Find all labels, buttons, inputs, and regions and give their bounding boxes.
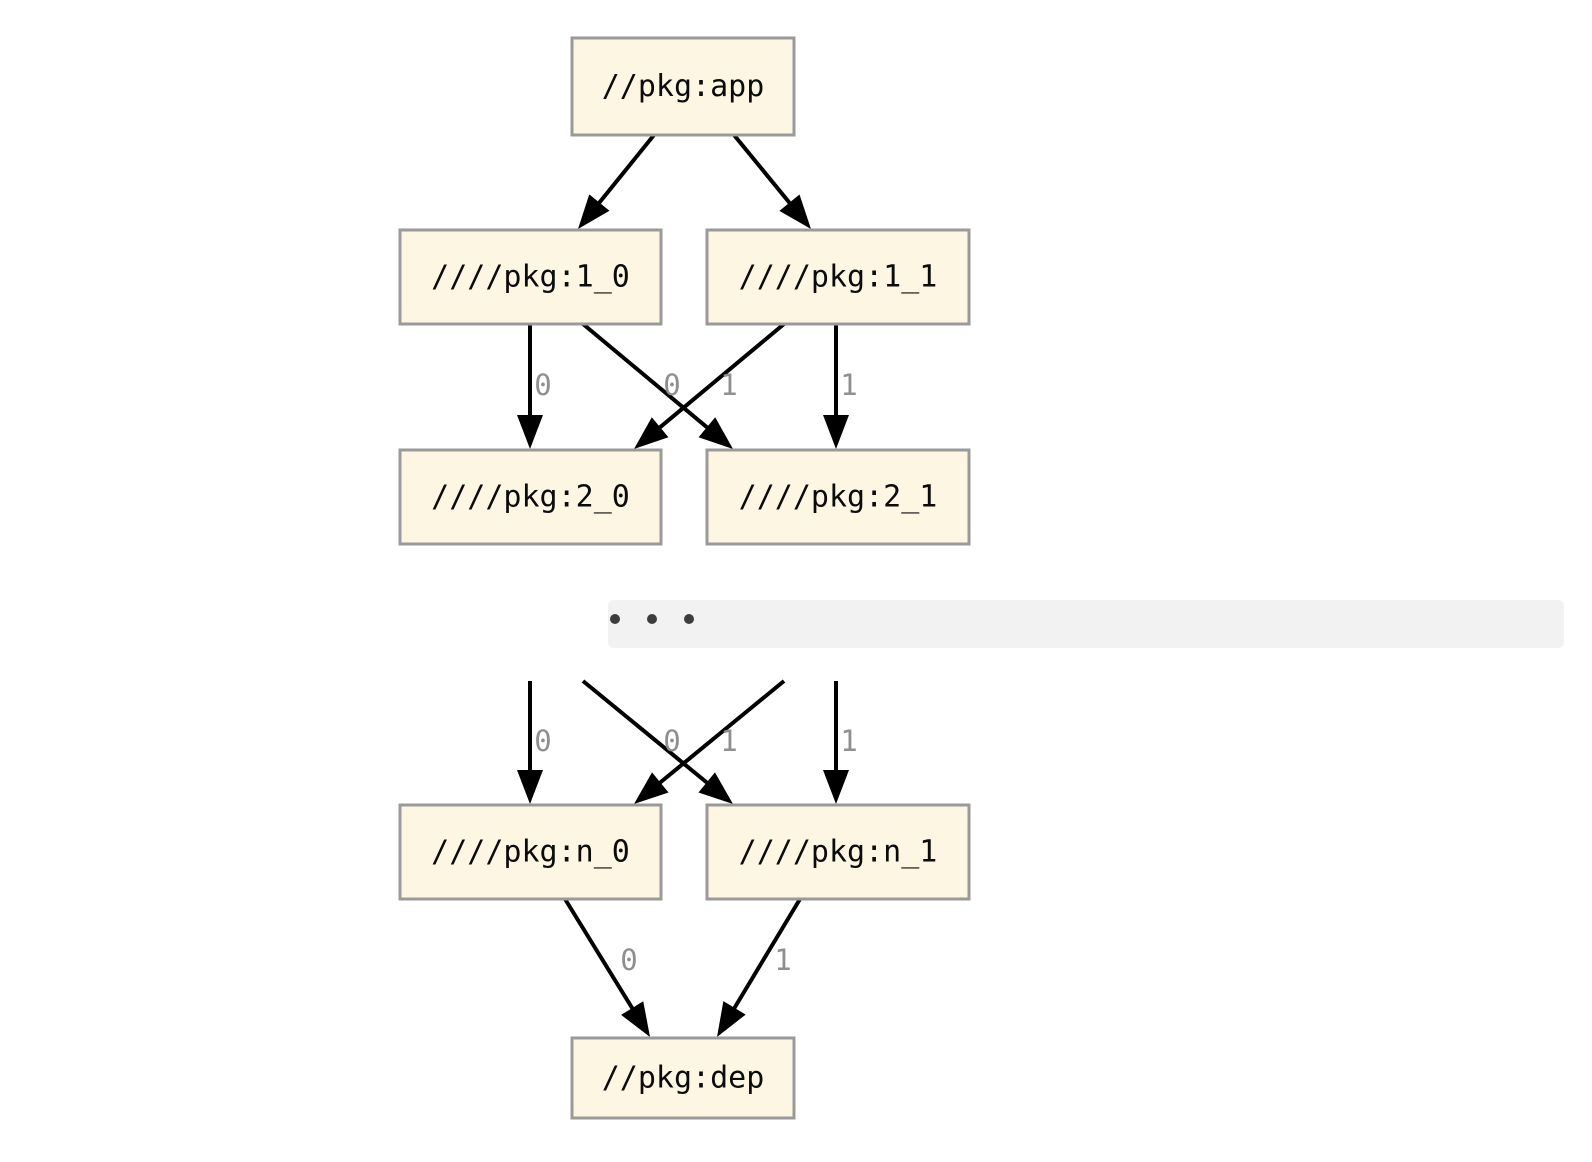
node-box[interactable]: [398, 803, 663, 901]
graph-edge: [581, 322, 713, 433]
edge-arrowhead: [823, 770, 849, 804]
graph-edge: [594, 133, 656, 209]
ellipsis-layer: [608, 600, 1564, 648]
edge-arrowhead: [823, 415, 849, 449]
node-label: ////pkg:2_0: [431, 480, 630, 515]
node-box[interactable]: [398, 448, 663, 546]
graph-node-nn_0[interactable]: ////pkg:n_0: [398, 803, 663, 901]
graph-node-n1_1[interactable]: ////pkg:1_1: [705, 228, 971, 326]
edge-label: 0: [620, 943, 637, 977]
edge-label: 0: [663, 368, 680, 402]
graph-node-dep[interactable]: //pkg:dep: [570, 1036, 796, 1120]
edge-arrowhead: [698, 772, 733, 804]
graph-edge: [581, 679, 713, 788]
edge-arrowhead: [717, 1001, 746, 1037]
node-box[interactable]: [570, 1036, 796, 1120]
node-label: //pkg:app: [602, 69, 765, 104]
node-label: ////pkg:n_0: [431, 835, 630, 870]
node-label: ////pkg:1_1: [739, 260, 938, 295]
edge-labels-layer: 0 0 1 1 0 0 1 1 0 1: [534, 368, 857, 977]
edge-arrowhead: [621, 1001, 650, 1037]
edge-arrowhead: [517, 770, 543, 804]
ellipsis-band: [608, 600, 1564, 648]
edge-label: 1: [840, 368, 857, 402]
edges-layer: [517, 133, 849, 1037]
edge-label: 1: [720, 724, 737, 758]
ellipsis-dot: [647, 614, 657, 624]
graph-node-nn_1[interactable]: ////pkg:n_1: [705, 803, 971, 901]
ellipsis-dot: [684, 614, 694, 624]
node-label: ////pkg:n_1: [739, 835, 938, 870]
graph-edge: [732, 133, 795, 209]
nodes-layer: //pkg:app ////pkg:1_0 ////pkg:1_1 ////pkg:2…: [398, 36, 971, 1120]
node-box[interactable]: [705, 228, 971, 326]
graph-node-app[interactable]: //pkg:app: [570, 36, 796, 137]
node-box[interactable]: [705, 803, 971, 901]
edge-arrowhead: [517, 415, 543, 449]
node-label: ////pkg:1_0: [431, 260, 630, 295]
node-box[interactable]: [705, 448, 971, 546]
edge-label: 1: [840, 724, 857, 758]
node-label: //pkg:dep: [602, 1061, 765, 1096]
graph-node-n2_1[interactable]: ////pkg:2_1: [705, 448, 971, 546]
edge-arrowhead: [634, 772, 669, 804]
edge-label: 0: [534, 368, 551, 402]
edge-arrowhead: [578, 194, 610, 229]
edge-label: 1: [720, 368, 737, 402]
graph-edge: [654, 322, 786, 433]
edge-arrowhead: [698, 417, 733, 449]
edge-arrowhead: [779, 194, 811, 229]
edge-label: 1: [774, 943, 791, 977]
edge-label: 0: [663, 724, 680, 758]
graph-edge: [729, 897, 802, 1015]
graph-edge: [654, 679, 786, 788]
graph-edge: [563, 897, 638, 1015]
edge-label: 0: [534, 724, 551, 758]
node-box[interactable]: [398, 228, 663, 326]
graph-node-n1_0[interactable]: ////pkg:1_0: [398, 228, 663, 326]
edge-arrowhead: [634, 417, 669, 449]
node-label: ////pkg:2_1: [739, 480, 938, 515]
graph-node-n2_0[interactable]: ////pkg:2_0: [398, 448, 663, 546]
node-box[interactable]: [570, 36, 796, 137]
ellipsis-dot: [610, 614, 620, 624]
